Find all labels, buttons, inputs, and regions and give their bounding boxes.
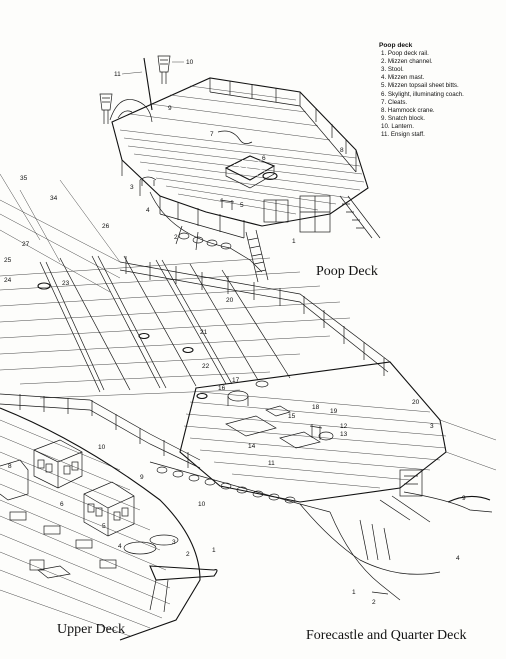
- callout-label: 12: [340, 423, 348, 430]
- callout-label: 24: [4, 277, 12, 284]
- legend-title: Poop deck: [379, 42, 413, 49]
- callout-label: 17: [232, 377, 240, 384]
- legend-item: 4. Mizzen mast.: [381, 74, 425, 82]
- callout-label: 2: [372, 599, 376, 606]
- lantern-icon: [99, 55, 171, 124]
- legend-item: 2. Mizzen channel.: [381, 58, 433, 66]
- callout-label: 10: [186, 59, 194, 66]
- callout-label: 8: [8, 463, 12, 470]
- legend-item: 7. Cleats.: [381, 98, 408, 106]
- legend-item: 11. Ensign staff.: [381, 131, 425, 139]
- callout-label: 26: [102, 223, 110, 230]
- callout-label: 13: [340, 431, 348, 438]
- callout-label: 3: [172, 539, 176, 546]
- callout-label: 8: [340, 147, 344, 154]
- legend-item: 8. Hammock crane.: [381, 106, 435, 114]
- legend: Poop deck 1. Poop deck rail. 2. Mizzen c…: [379, 42, 504, 139]
- legend-item: 1. Poop deck rail.: [381, 50, 429, 58]
- callout-label: 3: [430, 423, 434, 430]
- legend-item: 5. Mizzen topsail sheet bitts.: [381, 82, 459, 90]
- upper-deck-drawing: [0, 407, 218, 641]
- callout-label: 21: [200, 329, 208, 336]
- callout-label: 22: [202, 363, 210, 370]
- callout-label: 1: [292, 238, 296, 245]
- callout-label: 15: [288, 413, 296, 420]
- upper-callouts: 10 9 8 6 5 4 3 2 1: [8, 444, 216, 558]
- legend-item: 10. Lantern.: [381, 122, 415, 130]
- callout-label: 25: [4, 257, 12, 264]
- poop-deck-title: Poop Deck: [316, 264, 378, 279]
- callout-label: 3: [130, 184, 134, 191]
- callout-label: 2: [174, 234, 178, 241]
- callout-label: 4: [456, 555, 460, 562]
- poop-callouts: 11 10 9 7 6 5 4 3 2 8 1: [114, 59, 344, 245]
- callout-label: 35: [20, 175, 28, 182]
- callout-label: 5: [240, 202, 244, 209]
- callout-label: 9: [168, 105, 172, 112]
- callout-label: 34: [50, 195, 58, 202]
- forecastle-title: Forecastle and Quarter Deck: [306, 628, 467, 643]
- legend-item: 6. Skylight, illuminating coach.: [381, 90, 464, 98]
- upper-deck-title: Upper Deck: [57, 622, 126, 637]
- skylight-coach: [224, 155, 276, 189]
- callout-label: 20: [412, 399, 420, 406]
- quarter-deck-drawing: [0, 173, 497, 601]
- callout-label: 2: [186, 551, 190, 558]
- callout-label: 5: [102, 523, 106, 530]
- quarter-callouts: 35 34 26 27 25 24 23 20 21 22 17 16 15 1…: [4, 175, 466, 606]
- legend-item: 3. Stool.: [381, 66, 404, 74]
- callout-label: 9: [462, 495, 466, 502]
- callout-label: 9: [140, 474, 144, 481]
- callout-label: 23: [62, 280, 70, 287]
- callout-label: 20: [226, 297, 234, 304]
- callout-label: 14: [248, 443, 256, 450]
- callout-label: 10: [198, 501, 206, 508]
- legend-item: 9. Snatch block.: [381, 114, 426, 122]
- callout-label: 19: [330, 408, 338, 415]
- callout-label: 4: [118, 543, 122, 550]
- callout-label: 11: [268, 460, 275, 467]
- callout-label: 6: [262, 155, 266, 162]
- callout-label: 27: [22, 241, 30, 248]
- poop-deck-drawing: [99, 55, 381, 283]
- callout-label: 7: [210, 131, 214, 138]
- callout-label: 16: [218, 385, 226, 392]
- callout-label: 4: [146, 207, 150, 214]
- callout-label: 11: [114, 71, 121, 78]
- callout-label: 1: [352, 589, 356, 596]
- hatch-grating: [225, 405, 321, 449]
- callout-label: 18: [312, 404, 320, 411]
- callout-label: 10: [98, 444, 106, 451]
- callout-label: 6: [60, 501, 64, 508]
- callout-label: 1: [212, 547, 216, 554]
